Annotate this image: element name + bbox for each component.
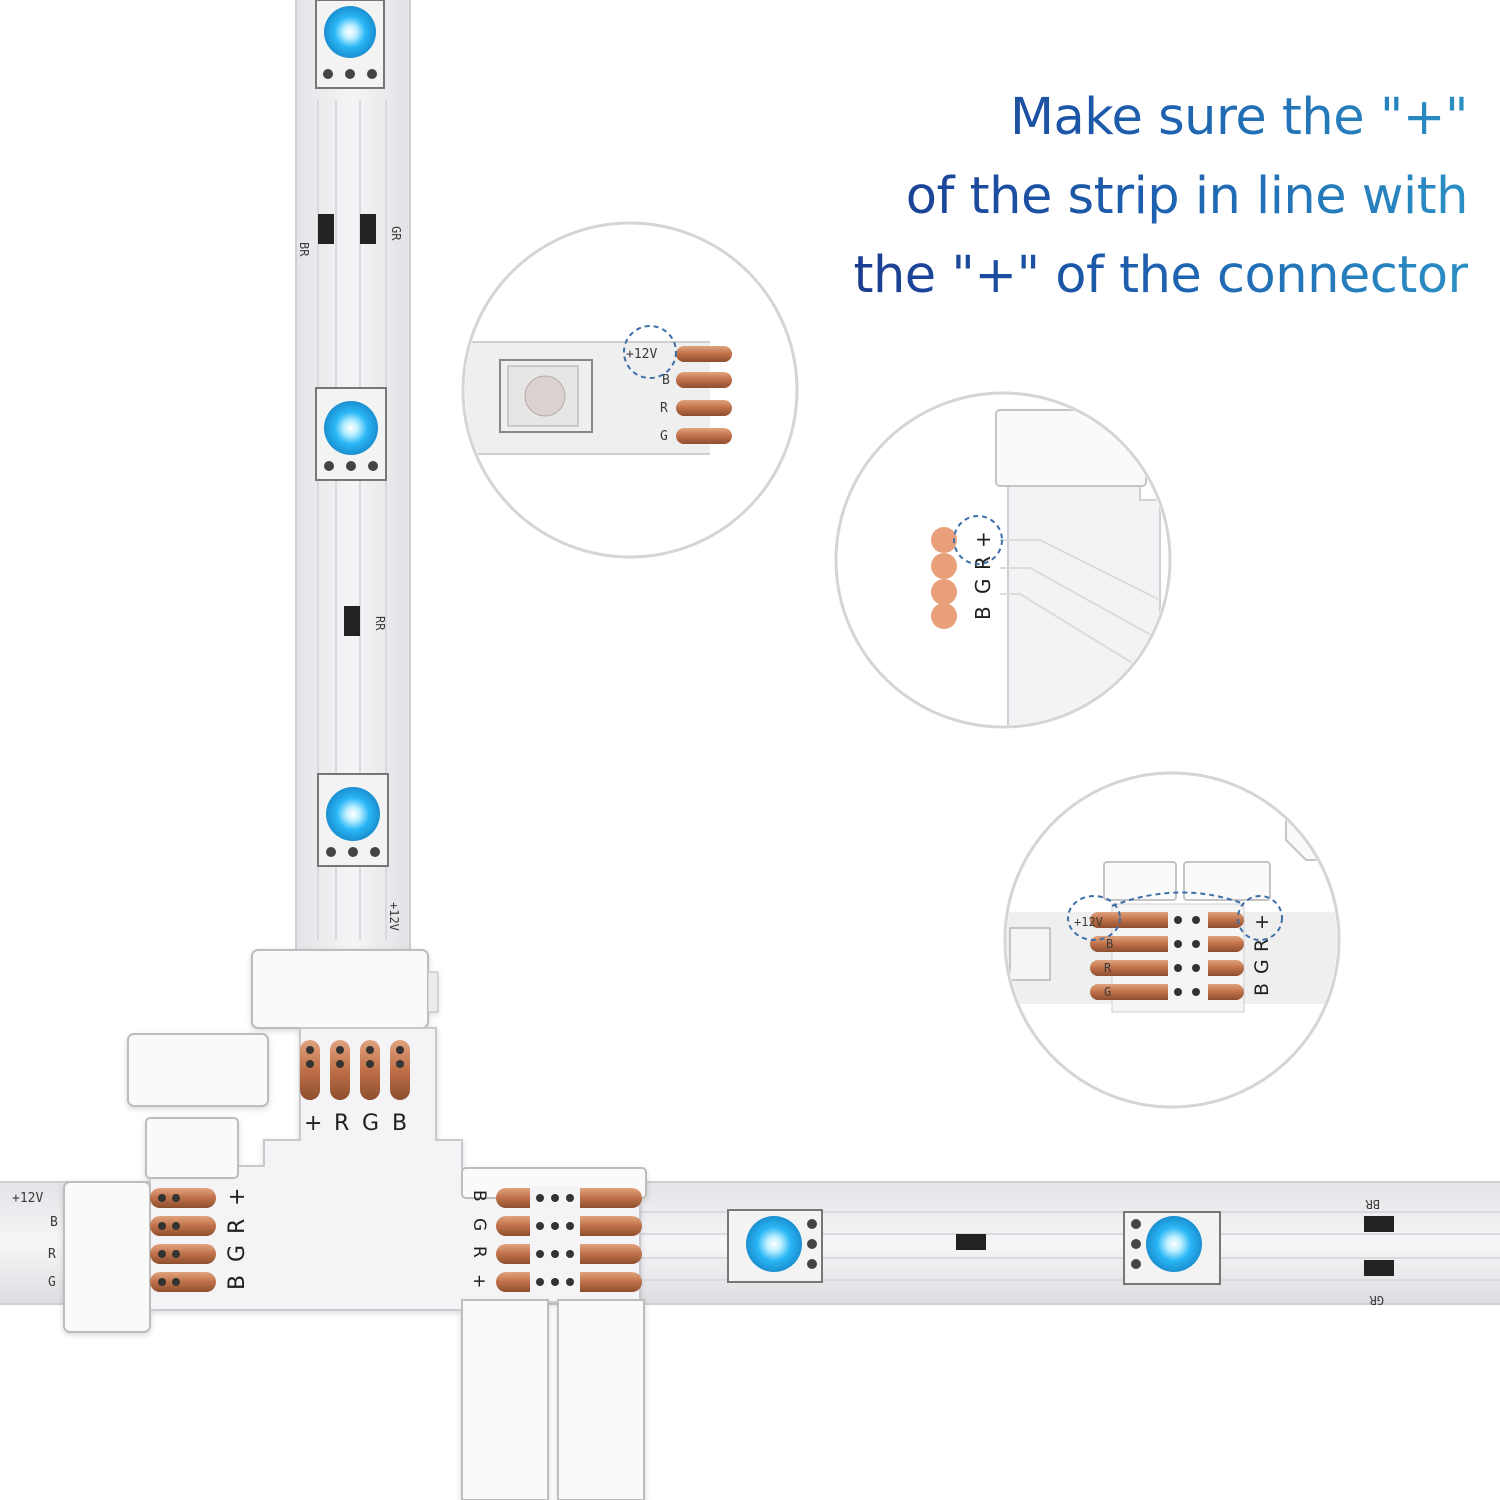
svg-text:B: B (225, 1275, 250, 1290)
led-chip-1 (315, 0, 385, 89)
svg-text:BR: BR (297, 242, 311, 257)
resistor-br: BR (297, 214, 334, 257)
svg-text:B: B (971, 606, 995, 620)
svg-text:+: + (971, 531, 995, 548)
plus-highlight-ring-2 (953, 515, 1003, 565)
zoom-circle-joined: +12V B R G B G R + (1003, 771, 1341, 1109)
svg-text:RR: RR (373, 616, 387, 631)
svg-text:GR: GR (389, 226, 403, 241)
svg-text:R: R (469, 1246, 489, 1258)
svg-text:B: B (1106, 937, 1113, 951)
svg-text:+: + (225, 1188, 250, 1206)
svg-text:G: G (971, 579, 995, 595)
svg-text:R: R (1251, 939, 1273, 952)
svg-text:G: G (225, 1245, 250, 1262)
svg-text:B: B (50, 1215, 58, 1230)
led-chip-5 (1123, 1211, 1221, 1285)
svg-text:BR: BR (1365, 1197, 1380, 1211)
plus-highlight-ring (623, 325, 677, 379)
vstrip-12v-label: +12V (387, 902, 401, 931)
led-chip-4 (727, 1209, 823, 1283)
svg-text:B: B (662, 373, 670, 388)
t-right-pads: B G R + (469, 1186, 642, 1294)
svg-text:G: G (1251, 959, 1273, 974)
t-top-pads: + R G B (300, 1040, 410, 1136)
t-left-pads: B G R + B R G (48, 1188, 250, 1292)
svg-text:+: + (469, 1274, 489, 1288)
resistor-rr: RR (344, 606, 387, 636)
svg-text:R: R (48, 1247, 56, 1262)
svg-text:G: G (660, 429, 668, 444)
svg-text:+12V: +12V (1074, 915, 1103, 929)
svg-text:R: R (1104, 961, 1112, 975)
t-pad-g: G (362, 1111, 379, 1136)
led-chip-2 (315, 387, 387, 481)
zoom-circle-strip-end: +12V B R G (461, 221, 799, 559)
svg-text:G: G (48, 1275, 56, 1290)
t-pad-plus: + (304, 1111, 322, 1136)
resistor-rr-h (956, 1234, 986, 1250)
resistor-gr-h: GR (1364, 1260, 1394, 1307)
t-connector (63, 949, 647, 1500)
resistor-br-h: BR (1364, 1197, 1394, 1232)
svg-text:B: B (469, 1190, 489, 1202)
zoom-circle-connector-pads: B G R + (834, 391, 1172, 729)
svg-text:G: G (469, 1218, 489, 1231)
svg-text:+12V: +12V (626, 347, 657, 362)
vertical-led-strip: BR GR RR +12V (295, 0, 411, 960)
left-12v-label: +12V (12, 1191, 43, 1206)
svg-text:B: B (1251, 983, 1273, 996)
t-pad-b: B (392, 1111, 407, 1136)
t-pad-r: R (334, 1111, 349, 1136)
svg-text:R: R (660, 401, 668, 416)
svg-text:G: G (1104, 985, 1111, 999)
led-chip-3 (317, 773, 389, 867)
svg-text:R: R (225, 1219, 250, 1234)
resistor-gr: GR (360, 214, 403, 244)
svg-text:+: + (1251, 914, 1273, 930)
svg-text:GR: GR (1369, 1293, 1384, 1307)
svg-text:R: R (971, 556, 995, 570)
